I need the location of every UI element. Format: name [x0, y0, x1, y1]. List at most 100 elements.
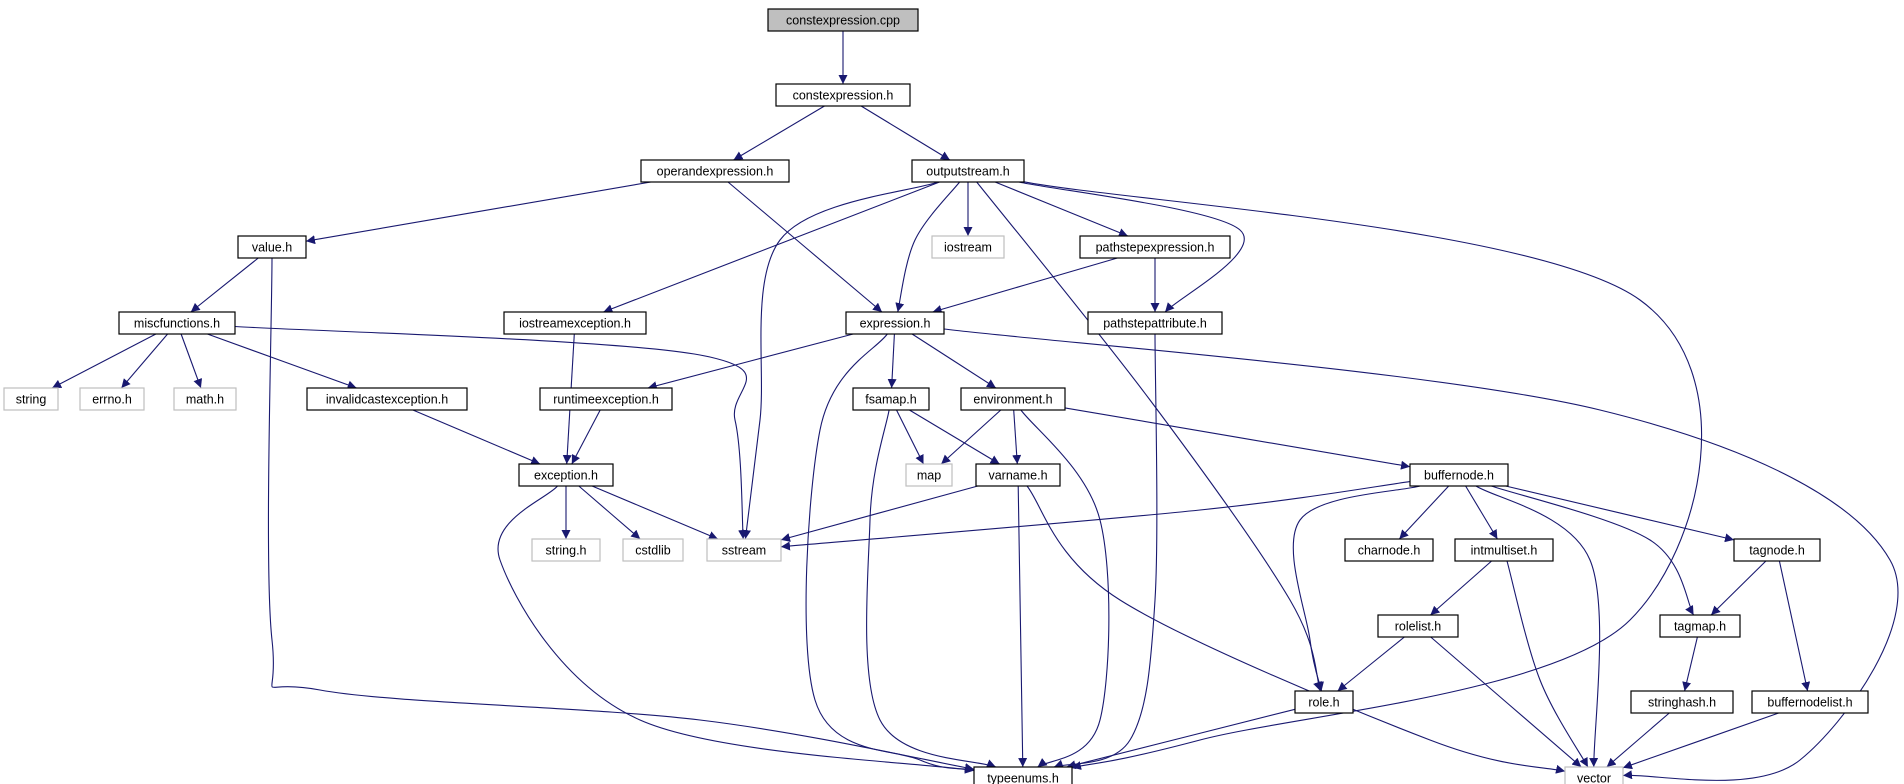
node-label-constexpression-cpp: constexpression.cpp — [786, 14, 900, 28]
node-box-value-h — [237, 235, 307, 259]
node-environment-h[interactable]: environment.h — [960, 387, 1066, 411]
node-expression-h[interactable]: expression.h — [845, 311, 945, 335]
node-box-iostreamexception-h — [503, 311, 647, 335]
node-box-runtimeexception-h — [539, 387, 673, 411]
edge-buffernode-h-to-role-h — [1292, 485, 1421, 692]
edge-rolelist-h-to-role-h — [1337, 636, 1405, 692]
node-label-cstdlib: cstdlib — [635, 544, 670, 558]
node-fsamap-h[interactable]: fsamap.h — [852, 387, 930, 411]
edge-outputstream-h-to-iostreamexception-h — [603, 181, 940, 313]
edge-outputstream-h-to-typeenums-h — [1023, 181, 1703, 771]
node-miscfunctions-h[interactable]: miscfunctions.h — [118, 311, 236, 335]
node-label-environment-h: environment.h — [973, 393, 1052, 407]
node-label-value-h: value.h — [252, 241, 292, 255]
node-label-errno-h: errno.h — [92, 393, 132, 407]
edge-value-h-to-miscfunctions-h — [190, 257, 259, 313]
edge-invalidcastexception-h-to-exception-h — [412, 409, 541, 465]
node-label-string-h: string.h — [546, 544, 587, 558]
node-charnode-h[interactable]: charnode.h — [1344, 538, 1434, 562]
node-box-pathstepattribute-h — [1087, 311, 1223, 335]
node-label-math-h: math.h — [186, 393, 224, 407]
node-label-constexpression-h: constexpression.h — [793, 89, 894, 103]
node-layer: constexpression.cpp constexpression.h oper… — [3, 8, 1869, 784]
node-box-sstream — [706, 538, 782, 562]
edge-pathstepexpression-h-to-expression-h — [932, 257, 1118, 314]
node-box-constexpression-h — [775, 83, 911, 107]
edge-miscfunctions-h-to-errno-h — [120, 333, 169, 389]
node-constexpression-h[interactable]: constexpression.h — [775, 83, 911, 107]
node-buffernode-h[interactable]: buffernode.h — [1409, 463, 1509, 487]
node-pathstepattribute-h[interactable]: pathstepattribute.h — [1087, 311, 1223, 335]
node-label-tagnode-h: tagnode.h — [1749, 544, 1805, 558]
edge-tagnode-h-to-buffernodelist-h — [1778, 560, 1811, 692]
node-box-math-h — [173, 387, 237, 411]
node-sstream: sstream — [706, 538, 782, 562]
edge-varname-h-to-sstream — [780, 485, 978, 542]
edge-intmultiset-h-to-vector — [1506, 560, 1589, 768]
node-label-tagmap-h: tagmap.h — [1674, 620, 1726, 634]
node-label-exception-h: exception.h — [534, 469, 598, 483]
node-math-h: math.h — [173, 387, 237, 411]
node-constexpression-cpp[interactable]: constexpression.cpp — [767, 8, 919, 32]
edge-exception-h-to-sstream — [591, 485, 719, 540]
edge-environment-h-to-typeenums-h — [1020, 409, 1110, 768]
node-label-iostreamexception-h: iostreamexception.h — [519, 317, 631, 331]
node-varname-h[interactable]: varname.h — [975, 463, 1061, 487]
edge-expression-h-to-runtimeexception-h — [647, 333, 854, 391]
edge-exception-h-to-typeenums-h — [497, 485, 975, 774]
node-box-operandexpression-h — [640, 159, 790, 183]
node-buffernodelist-h[interactable]: buffernodelist.h — [1751, 690, 1869, 714]
node-iostream: iostream — [931, 235, 1005, 259]
edge-fsamap-h-to-varname-h — [909, 409, 1000, 465]
edge-runtimeexception-h-to-exception-h — [571, 409, 601, 465]
node-label-miscfunctions-h: miscfunctions.h — [134, 317, 220, 331]
node-box-exception-h — [518, 463, 614, 487]
node-tagmap-h[interactable]: tagmap.h — [1659, 614, 1741, 638]
edge-outputstream-h-to-expression-h — [895, 181, 961, 313]
node-errno-h: errno.h — [79, 387, 145, 411]
node-box-tagnode-h — [1733, 538, 1821, 562]
node-box-outputstream-h — [911, 159, 1025, 183]
edge-buffernode-h-to-sstream — [780, 481, 1411, 551]
node-iostreamexception-h[interactable]: iostreamexception.h — [503, 311, 647, 335]
edge-rolelist-h-to-vector — [1430, 636, 1582, 768]
node-value-h[interactable]: value.h — [237, 235, 307, 259]
node-label-vector: vector — [1577, 772, 1611, 784]
node-invalidcastexception-h[interactable]: invalidcastexception.h — [306, 387, 468, 411]
edge-outputstream-h-to-pathstepexpression-h — [994, 181, 1129, 237]
edge-layer — [51, 31, 1899, 781]
node-box-tagmap-h — [1659, 614, 1741, 638]
node-role-h[interactable]: role.h — [1294, 690, 1354, 714]
node-operandexpression-h[interactable]: operandexpression.h — [640, 159, 790, 183]
node-rolelist-h[interactable]: rolelist.h — [1377, 614, 1459, 638]
node-exception-h[interactable]: exception.h — [518, 463, 614, 487]
node-stringhash-h[interactable]: stringhash.h — [1630, 690, 1734, 714]
edge-miscfunctions-h-to-string — [51, 333, 157, 389]
edge-pathstepattribute-h-to-typeenums-h — [1053, 333, 1158, 769]
node-box-role-h — [1294, 690, 1354, 714]
node-outputstream-h[interactable]: outputstream.h — [911, 159, 1025, 183]
edge-role-h-to-typeenums-h — [1066, 708, 1296, 770]
edge-outputstream-h-to-pathstepattribute-h — [1018, 181, 1245, 313]
node-box-buffernode-h — [1409, 463, 1509, 487]
node-tagnode-h[interactable]: tagnode.h — [1733, 538, 1821, 562]
node-label-pathstepexpression-h: pathstepexpression.h — [1096, 241, 1215, 255]
edge-constexpression-h-to-outputstream-h — [860, 105, 951, 161]
node-box-cstdlib — [622, 538, 684, 562]
node-box-charnode-h — [1344, 538, 1434, 562]
node-box-fsamap-h — [852, 387, 930, 411]
edge-varname-h-to-typeenums-h — [1017, 485, 1028, 768]
node-runtimeexception-h[interactable]: runtimeexception.h — [539, 387, 673, 411]
node-string-h: string.h — [531, 538, 601, 562]
node-intmultiset-h[interactable]: intmultiset.h — [1454, 538, 1554, 562]
edge-buffernode-h-to-tagmap-h — [1491, 485, 1695, 616]
node-box-buffernodelist-h — [1751, 690, 1869, 714]
edge-expression-h-to-environment-h — [911, 333, 997, 389]
node-box-pathstepexpression-h — [1079, 235, 1231, 259]
node-pathstepexpression-h[interactable]: pathstepexpression.h — [1079, 235, 1231, 259]
node-box-string — [3, 387, 59, 411]
node-label-operandexpression-h: operandexpression.h — [657, 165, 774, 179]
node-typeenums-h[interactable]: typeenums.h — [973, 766, 1073, 784]
node-box-errno-h — [79, 387, 145, 411]
node-box-varname-h — [975, 463, 1061, 487]
